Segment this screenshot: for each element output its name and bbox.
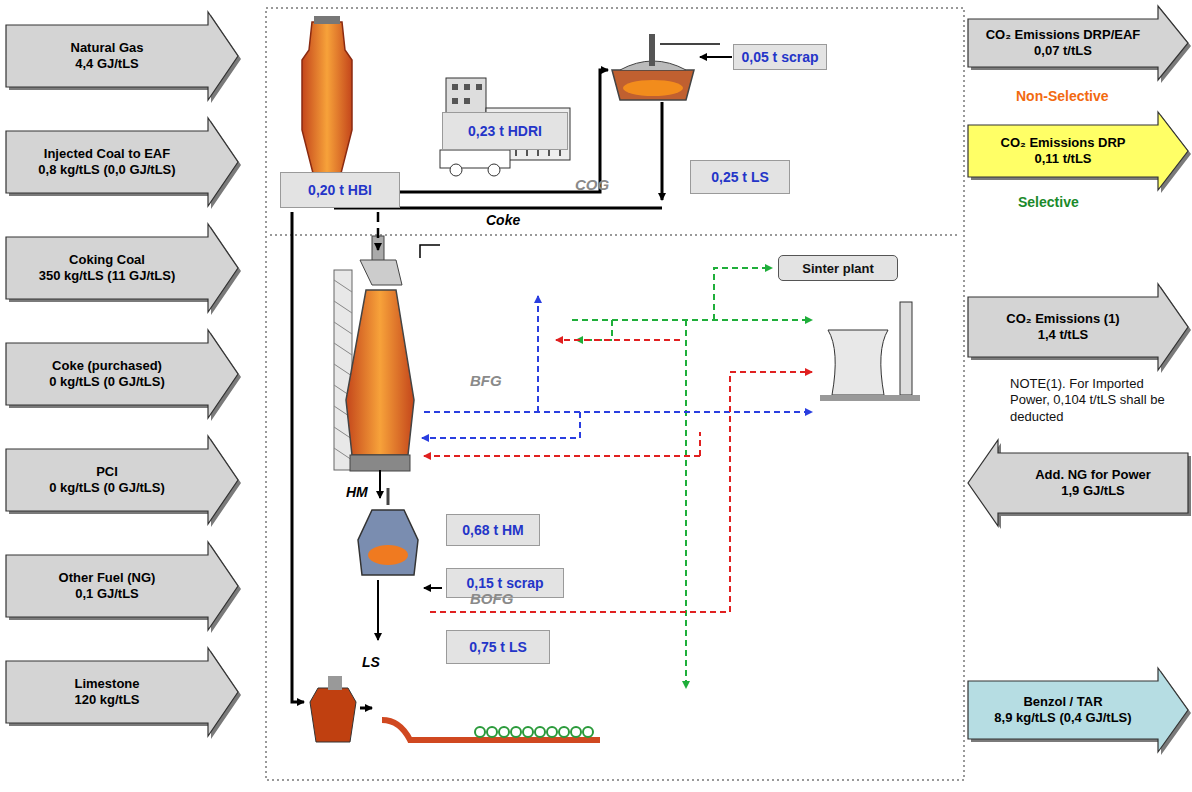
quantity-label: 0,20 t HBI xyxy=(308,182,372,198)
output-arrow: Benzol / TAR8,9 kg/tLS (0,4 GJ/tLS) xyxy=(968,668,1188,752)
arrow-value: 4,4 GJ/tLS xyxy=(75,56,139,72)
arrow-value: 0,8 kg/tLS (0,0 GJ/tLS) xyxy=(38,162,175,178)
product-label: HM xyxy=(346,484,368,500)
input-arrow: Coking Coal350 kg/tLS (11 GJ/tLS) xyxy=(6,224,238,312)
arrow-value: 0 kg/tLS (0 GJ/tLS) xyxy=(49,480,165,496)
category-label: Selective xyxy=(1018,194,1079,210)
product-label: LS xyxy=(362,654,380,670)
arrow-title: Benzol / TAR xyxy=(1023,694,1102,710)
category-label: Non-Selective xyxy=(1016,88,1109,104)
arrow-value: 0 kg/tLS (0 GJ/tLS) xyxy=(49,374,165,390)
flow-quantity-box: 0,20 t HBI xyxy=(280,172,400,208)
quantity-label: 0,15 t scrap xyxy=(466,575,543,591)
input-arrow: Natural Gas4,4 GJ/tLS xyxy=(6,12,238,100)
flow-quantity-box: 0,05 t scrap xyxy=(733,44,827,70)
quantity-label: 0,75 t LS xyxy=(469,639,527,655)
input-arrow: Injected Coal to EAF0,8 kg/tLS (0,0 GJ/t… xyxy=(6,118,238,206)
flow-quantity-box: 0,25 t LS xyxy=(690,160,790,194)
arrow-title: PCI xyxy=(96,464,118,480)
arrow-title: Natural Gas xyxy=(71,40,144,56)
arrow-value: 350 kg/tLS (11 GJ/tLS) xyxy=(39,268,176,284)
note: NOTE(1). For Imported Power, 0,104 t/tLS… xyxy=(1010,376,1182,425)
flow-quantity-box: 0,68 t HM xyxy=(446,514,540,546)
arrow-title: Coke (purchased) xyxy=(52,358,162,374)
arrow-title: Other Fuel (NG) xyxy=(59,570,156,586)
arrow-title: CO₂ Emissions DRP xyxy=(1001,135,1126,151)
input-arrow: PCI0 kg/tLS (0 GJ/tLS) xyxy=(6,436,238,524)
arrow-value: 120 kg/tLS xyxy=(74,692,139,708)
arrow-title: Injected Coal to EAF xyxy=(44,146,170,162)
input-arrow: Coke (purchased)0 kg/tLS (0 GJ/tLS) xyxy=(6,330,238,418)
quantity-label: 0,05 t scrap xyxy=(741,49,818,65)
arrow-title: CO₂ Emissions (1) xyxy=(1006,311,1119,327)
flow-quantity-box: 0,23 t HDRI xyxy=(442,112,568,150)
product-label: Coke xyxy=(486,212,520,228)
arrow-value: 1,4 t/tLS xyxy=(1038,327,1089,343)
input-arrow: Limestone120 kg/tLS xyxy=(6,648,238,736)
quantity-label: 0,23 t HDRI xyxy=(468,123,542,139)
output-arrow: CO₂ Emissions DRP/EAF0,07 t/tLS xyxy=(968,6,1188,80)
arrow-value: 8,9 kg/tLS (0,4 GJ/tLS) xyxy=(994,710,1131,726)
flow-quantity-box: 0,75 t LS xyxy=(446,630,550,664)
quantity-label: 0,68 t HM xyxy=(462,522,523,538)
plant-box: Sinter plant xyxy=(778,255,898,281)
arrow-title: CO₂ Emissions DRP/EAF xyxy=(986,27,1141,43)
import-arrow: Add. NG for Power1,9 GJ/tLS xyxy=(968,440,1188,526)
arrow-title: Coking Coal xyxy=(69,252,145,268)
arrow-title: Add. NG for Power xyxy=(1035,467,1151,483)
arrow-title: Limestone xyxy=(74,676,139,692)
arrow-value: 1,9 GJ/tLS xyxy=(1061,483,1125,499)
quantity-label: 0,25 t LS xyxy=(711,169,769,185)
arrow-value: 0,11 t/tLS xyxy=(1034,151,1091,167)
quantity-label: Sinter plant xyxy=(802,261,874,276)
gas-label: COG xyxy=(575,176,609,193)
input-arrow: Other Fuel (NG)0,1 GJ/tLS xyxy=(6,542,238,630)
gas-label: BFG xyxy=(470,372,502,389)
output-arrow: CO₂ Emissions (1)1,4 t/tLS xyxy=(968,284,1188,370)
gas-label: BOFG xyxy=(470,590,513,607)
arrow-value: 0,07 t/tLS xyxy=(1034,43,1092,59)
arrow-value: 0,1 GJ/tLS xyxy=(75,586,139,602)
output-arrow: CO₂ Emissions DRP0,11 t/tLS xyxy=(968,112,1188,190)
